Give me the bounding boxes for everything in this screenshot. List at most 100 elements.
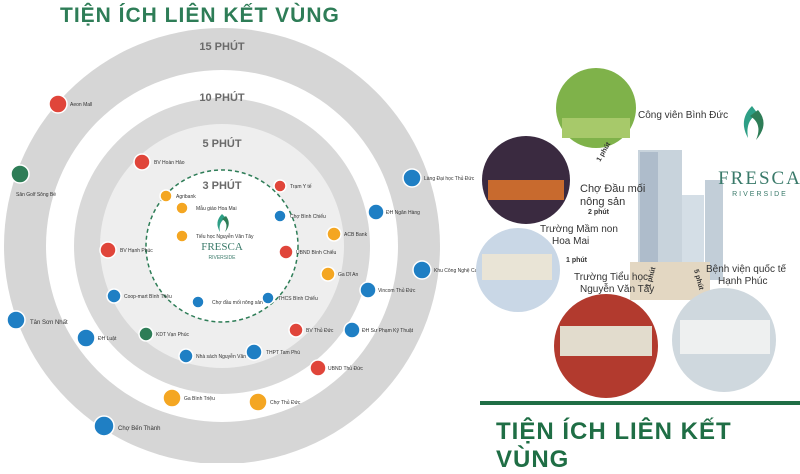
poi-marker[interactable]: UBND Thủ Đức [309, 359, 363, 377]
poi-label: Nhà sách Nguyễn Văn Cừ [196, 353, 255, 360]
ring-label-10: 10 PHÚT [199, 91, 245, 104]
ring-label-15: 15 PHÚT [199, 40, 245, 53]
poi-marker[interactable]: Ga Bình Triệu [162, 388, 215, 408]
poi-label: Làng Đại học Thủ Đức [424, 175, 475, 182]
right-brand-name: FRESCA [718, 168, 800, 189]
poi-marker[interactable]: KDT Vạn Phúc [138, 326, 189, 342]
poi-label: UBND Thủ Đức [328, 365, 363, 372]
right-brand-sub: RIVERSIDE [732, 191, 788, 198]
poi-label: Chợ Thủ Đức [270, 399, 301, 406]
poi-marker[interactable]: Chợ Thủ Đức [248, 392, 301, 412]
page-title-left: TIỆN ÍCH LIÊN KẾT VÙNG [60, 4, 340, 27]
poi-marker[interactable]: UBND Bình Chiểu [278, 244, 337, 260]
poi-icon [273, 179, 287, 193]
poi-marker[interactable]: THCS Bình Chiểu [261, 291, 318, 305]
poi-marker[interactable]: Nhà sách Nguyễn Văn Cừ [178, 348, 255, 364]
poi-marker[interactable]: Agribank [159, 189, 196, 203]
poi-marker[interactable]: Khu Công Nghệ Cao [412, 260, 480, 280]
poi-marker[interactable]: ĐH Ngân Hàng [367, 203, 420, 221]
poi-marker[interactable]: Tiểu học Nguyễn Văn Tây [175, 229, 254, 243]
poi-label: Aeon Mall [70, 102, 92, 108]
poi-icon [162, 388, 182, 408]
park-label: Công viên Bình Đức [638, 110, 728, 121]
poi-icon [309, 359, 327, 377]
poi-icon [273, 209, 287, 223]
poi-icon [343, 321, 361, 339]
ring-label-5: 5 PHÚT [202, 137, 241, 150]
poi-marker[interactable]: Coop-mart Bình Triệu [106, 288, 172, 304]
poi-label: Sân Golf Sông Bé [16, 192, 56, 198]
poi-label: UBND Bình Chiểu [296, 249, 337, 256]
poi-marker[interactable]: BV Thủ Đức [288, 322, 334, 338]
poi-label: Ga Dĩ An [338, 272, 359, 278]
fresca-building [630, 150, 723, 300]
poi-label: Khu Công Nghệ Cao [434, 268, 480, 274]
title-divider [480, 401, 800, 405]
poi-marker[interactable]: Trạm Y tế [273, 179, 312, 193]
poi-label: KDT Vạn Phúc [156, 332, 189, 338]
poi-label: ĐH Ngân Hàng [386, 210, 420, 216]
poi-icon [326, 226, 342, 242]
poi-icon [412, 260, 432, 280]
hospital-label-1: Bệnh viện quốc tế [706, 263, 786, 275]
market-label-1: Chợ Đầu mối [580, 183, 645, 195]
center-brand-sub: RIVERSIDE [209, 255, 237, 261]
poi-icon [106, 288, 122, 304]
poi-icon [320, 266, 336, 282]
poi-label: THCS Bình Chiểu [278, 295, 318, 302]
poi-icon [99, 241, 117, 259]
page-title-right: TIỆN ÍCH LIÊN KẾT VÙNG [496, 418, 732, 473]
ring-label-3: 3 PHÚT [202, 179, 241, 192]
poi-label: ACB Bank [344, 232, 368, 238]
poi-marker[interactable]: BV Hoàn Hảo [133, 153, 185, 171]
poi-label: Trạm Y tế [290, 184, 312, 190]
poi-label: BV Hoàn Hảo [154, 160, 185, 166]
poi-icon [138, 326, 154, 342]
poi-label: BV Hạnh Phúc [120, 248, 153, 254]
poi-marker[interactable]: ĐH Sư Phạm Kỹ Thuật [343, 321, 414, 339]
poi-label: Vincom Thủ Đức [378, 287, 416, 294]
poi-icon [367, 203, 385, 221]
fresca-logo-right: FRESCA RIVERSIDE [718, 106, 800, 198]
poi-icon [175, 201, 189, 215]
poi-icon [10, 164, 30, 184]
poi-marker[interactable]: Chợ đầu mối nông sản [191, 295, 263, 309]
fresca-logo-center: FRESCA RIVERSIDE [201, 214, 243, 261]
poi-marker[interactable]: Vincom Thủ Đức [359, 281, 416, 299]
hospital-label-2: Hạnh Phúc [718, 276, 767, 287]
poi-marker[interactable]: Chợ Bến Thành [93, 415, 161, 437]
kindergarten-time: 1 phút [566, 257, 588, 264]
poi-label: Chợ Bến Thành [118, 426, 161, 432]
poi-marker[interactable]: BV Hạnh Phúc [99, 241, 153, 259]
poi-marker[interactable]: Chợ Bình Chiểu [273, 209, 326, 223]
poi-icon [191, 295, 205, 309]
primary-school-label-2: Nguyễn Văn Tây [580, 282, 654, 295]
poi-icon [288, 322, 304, 338]
kindergarten-label-1: Trường Mầm non [540, 223, 618, 235]
poi-marker[interactable]: Ga Dĩ An [320, 266, 359, 282]
poi-icon [76, 328, 96, 348]
primary-school-label-1: Trường Tiểu học [574, 271, 648, 283]
poi-icon [278, 244, 294, 260]
poi-label: BV Thủ Đức [306, 327, 334, 334]
poi-marker[interactable]: Làng Đại học Thủ Đức [402, 168, 475, 188]
poi-label: Ga Bình Triệu [184, 396, 215, 402]
poi-marker[interactable]: ĐH Luật [76, 328, 117, 348]
right-illustration: FRESCA RIVERSIDE Công viên Bình Đức 1 ph… [476, 68, 800, 398]
poi-icon [93, 415, 115, 437]
poi-marker[interactable]: Sân Golf Sông Bé [10, 164, 56, 198]
poi-icon [261, 291, 275, 305]
poi-icon [245, 343, 263, 361]
poi-marker[interactable]: Aeon Mall [48, 94, 92, 114]
poi-marker[interactable]: ACB Bank [326, 226, 368, 242]
poi-marker[interactable]: Mẫu giáo Hoa Mai [175, 201, 237, 215]
poi-icon [133, 153, 151, 171]
poi-label: Agribank [176, 194, 196, 200]
poi-marker[interactable]: Tân Sơn Nhất [6, 310, 68, 330]
poi-label: ĐH Sư Phạm Kỹ Thuật [362, 328, 414, 334]
map-canvas: 15 PHÚT 10 PHÚT 5 PHÚT 3 PHÚT FRESCA RIV… [4, 28, 800, 463]
poi-icon [359, 281, 377, 299]
poi-marker[interactable]: THPT Tam Phú [245, 343, 300, 361]
center-brand-name: FRESCA [201, 241, 243, 253]
kindergarten-label-2: Hoa Mai [552, 236, 589, 247]
